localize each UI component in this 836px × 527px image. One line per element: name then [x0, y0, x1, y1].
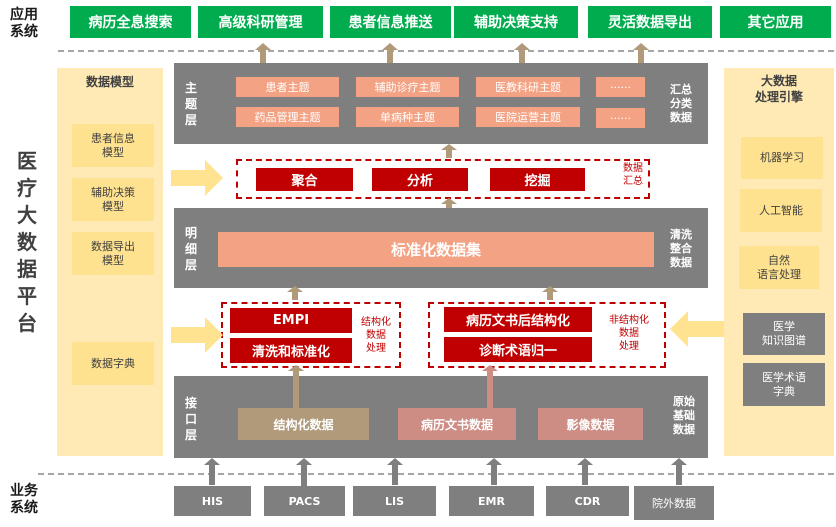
- topic-layer: [174, 63, 708, 144]
- empi-box[interactable]: EMPI: [230, 308, 352, 333]
- app-button-emr-search[interactable]: 病历全息搜索: [70, 6, 191, 38]
- biz-system-lis[interactable]: LIS: [353, 486, 436, 516]
- arrow-right-icon: [171, 317, 223, 353]
- topic-single-disease[interactable]: 单病种主题: [356, 107, 459, 127]
- arrow-up-icon: [577, 458, 593, 485]
- biz-system-external[interactable]: 院外数据: [634, 486, 714, 520]
- arrow-up-icon: [204, 458, 220, 485]
- divider-top: [58, 50, 834, 52]
- biz-system-label: 业务 系统: [10, 483, 38, 516]
- data-model-title: 数据模型: [85, 74, 134, 89]
- topic-patient[interactable]: 患者主题: [236, 77, 339, 97]
- topic-assist-diagnosis[interactable]: 辅助诊疗主题: [356, 77, 459, 97]
- model-item-export[interactable]: 数据导出 模型: [72, 232, 154, 275]
- divider-bottom: [38, 473, 834, 475]
- emr-document-data-box[interactable]: 病历文书数据: [398, 408, 516, 440]
- arrow-up-icon: [288, 365, 304, 409]
- arrow-up-icon: [441, 144, 457, 158]
- arrow-up-icon: [255, 43, 271, 63]
- platform-title: 医疗大数据平台: [15, 148, 39, 337]
- topic-more-1[interactable]: ······: [596, 77, 645, 97]
- engine-item-ai[interactable]: 人工智能: [740, 189, 822, 232]
- detail-layer-label: 明 细 层: [184, 226, 197, 272]
- biz-system-his[interactable]: HIS: [174, 486, 251, 516]
- emr-post-structuring-box[interactable]: 病历文书后结构化: [444, 307, 592, 332]
- app-button-data-export[interactable]: 灵活数据导出: [588, 6, 712, 38]
- biz-system-cdr[interactable]: CDR: [546, 486, 629, 516]
- arrow-up-icon: [486, 458, 502, 485]
- arrow-up-icon: [633, 43, 649, 63]
- arrow-up-icon: [542, 286, 558, 300]
- biz-system-emr[interactable]: EMR: [449, 486, 534, 516]
- app-button-patient-push[interactable]: 患者信息推送: [330, 6, 451, 38]
- aggregation-note: 数据 汇总: [623, 163, 643, 187]
- engine-item-ml[interactable]: 机器学习: [741, 137, 823, 179]
- interface-layer-note: 原始 基础 数据: [673, 395, 695, 436]
- engine-item-nlp[interactable]: 自然 语言处理: [739, 246, 819, 289]
- arrow-up-icon: [482, 365, 498, 409]
- term-dictionary[interactable]: 医学术语 字典: [743, 363, 825, 406]
- app-system-label: 应用 系统: [10, 7, 38, 40]
- unstructured-processing-group: [428, 302, 666, 368]
- app-button-research[interactable]: 高级科研管理: [198, 6, 323, 38]
- structured-processing-note: 结构化 数据 处理: [361, 317, 391, 354]
- topic-operation[interactable]: 医院运营主题: [476, 107, 580, 127]
- model-item-patient[interactable]: 患者信息 模型: [72, 124, 154, 167]
- diagnosis-normalization-box[interactable]: 诊断术语归一: [444, 337, 592, 362]
- arrow-right-icon: [171, 160, 223, 196]
- model-item-decision[interactable]: 辅助决策 模型: [72, 178, 154, 221]
- arrow-up-icon: [514, 43, 530, 63]
- biz-system-pacs[interactable]: PACS: [264, 486, 345, 516]
- detail-layer-note: 清洗 整合 数据: [670, 228, 692, 269]
- engine-title: 大数据 处理引擎: [754, 74, 803, 104]
- app-button-other[interactable]: 其它应用: [720, 6, 831, 38]
- topic-drug[interactable]: 药品管理主题: [236, 107, 339, 127]
- structured-data-box[interactable]: 结构化数据: [238, 408, 369, 440]
- standard-dataset[interactable]: 标准化数据集: [218, 232, 654, 267]
- topic-layer-note: 汇总 分类 数据: [670, 83, 692, 124]
- unstructured-processing-note: 非结构化 数据 处理: [609, 315, 649, 352]
- clean-standardize-box[interactable]: 清洗和标准化: [230, 338, 352, 363]
- imaging-data-box[interactable]: 影像数据: [538, 408, 643, 440]
- model-item-dictionary[interactable]: 数据字典: [72, 342, 154, 385]
- arrow-up-icon: [387, 458, 403, 485]
- app-button-decision-support[interactable]: 辅助决策支持: [454, 6, 578, 38]
- arrow-up-icon: [296, 458, 312, 491]
- knowledge-graph[interactable]: 医学 知识图谱: [743, 313, 825, 355]
- arrow-left-icon: [670, 311, 724, 347]
- mining-box[interactable]: 挖掘: [490, 168, 585, 191]
- aggregate-box[interactable]: 聚合: [256, 168, 353, 191]
- arrow-up-icon: [287, 286, 303, 300]
- analyze-box[interactable]: 分析: [372, 168, 468, 191]
- topic-layer-label: 主 题 层: [184, 81, 197, 127]
- topic-more-2[interactable]: ······: [596, 108, 645, 128]
- arrow-up-icon: [382, 43, 398, 63]
- arrow-up-icon: [671, 458, 687, 485]
- topic-research[interactable]: 医教科研主题: [476, 77, 580, 97]
- platform-title-text: 医疗大数据平台: [17, 149, 37, 335]
- interface-layer-label: 接 口 层: [184, 396, 197, 442]
